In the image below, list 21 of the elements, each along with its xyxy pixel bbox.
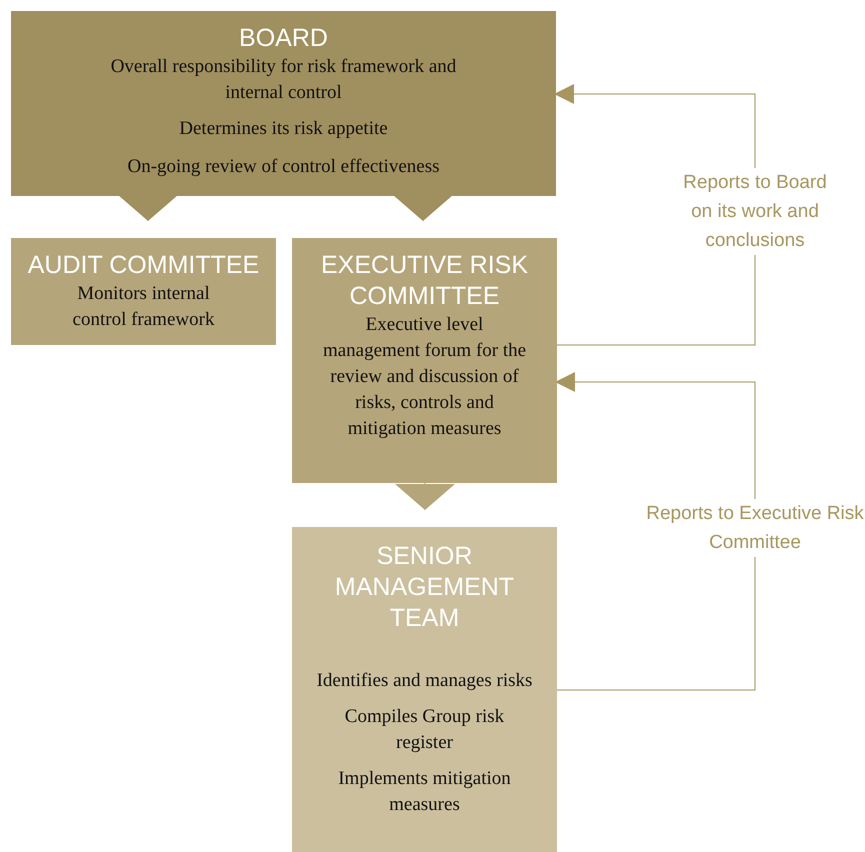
committee-box (11, 238, 276, 345)
box-description: On-going review of control effectiveness (128, 155, 440, 179)
chevron-arrow (118, 195, 178, 222)
feedback-arrow (555, 372, 756, 691)
box-description: Determines its risk appetite (179, 117, 388, 141)
box-description: Executive level management forum for the review and discussion of risks, controls and mitigation measures (322, 313, 528, 441)
committee-box (292, 238, 557, 483)
box-heading: AUDIT COMMITTEE (28, 250, 260, 281)
box-heading: EXECUTIVE RISK COMMITTEE (320, 250, 529, 312)
board-box (11, 11, 556, 196)
box-description: Implements mitigation measures (337, 767, 512, 817)
team-box (292, 527, 557, 852)
box-heading: SENIOR MANAGEMENT TEAM (334, 541, 516, 634)
box-description: Identifies and manages risks (316, 669, 532, 693)
chevron-arrow (393, 195, 453, 222)
box-description: Monitors internal control framework (72, 282, 216, 332)
box-heading: BOARD (239, 23, 328, 54)
chevron-arrow (395, 482, 455, 510)
edge-label: Reports to Executive Risk Committee (645, 499, 865, 557)
box-description: Compiles Group risk register (344, 705, 506, 755)
box-description: Overall responsibility for risk framework and internal control (110, 55, 458, 105)
